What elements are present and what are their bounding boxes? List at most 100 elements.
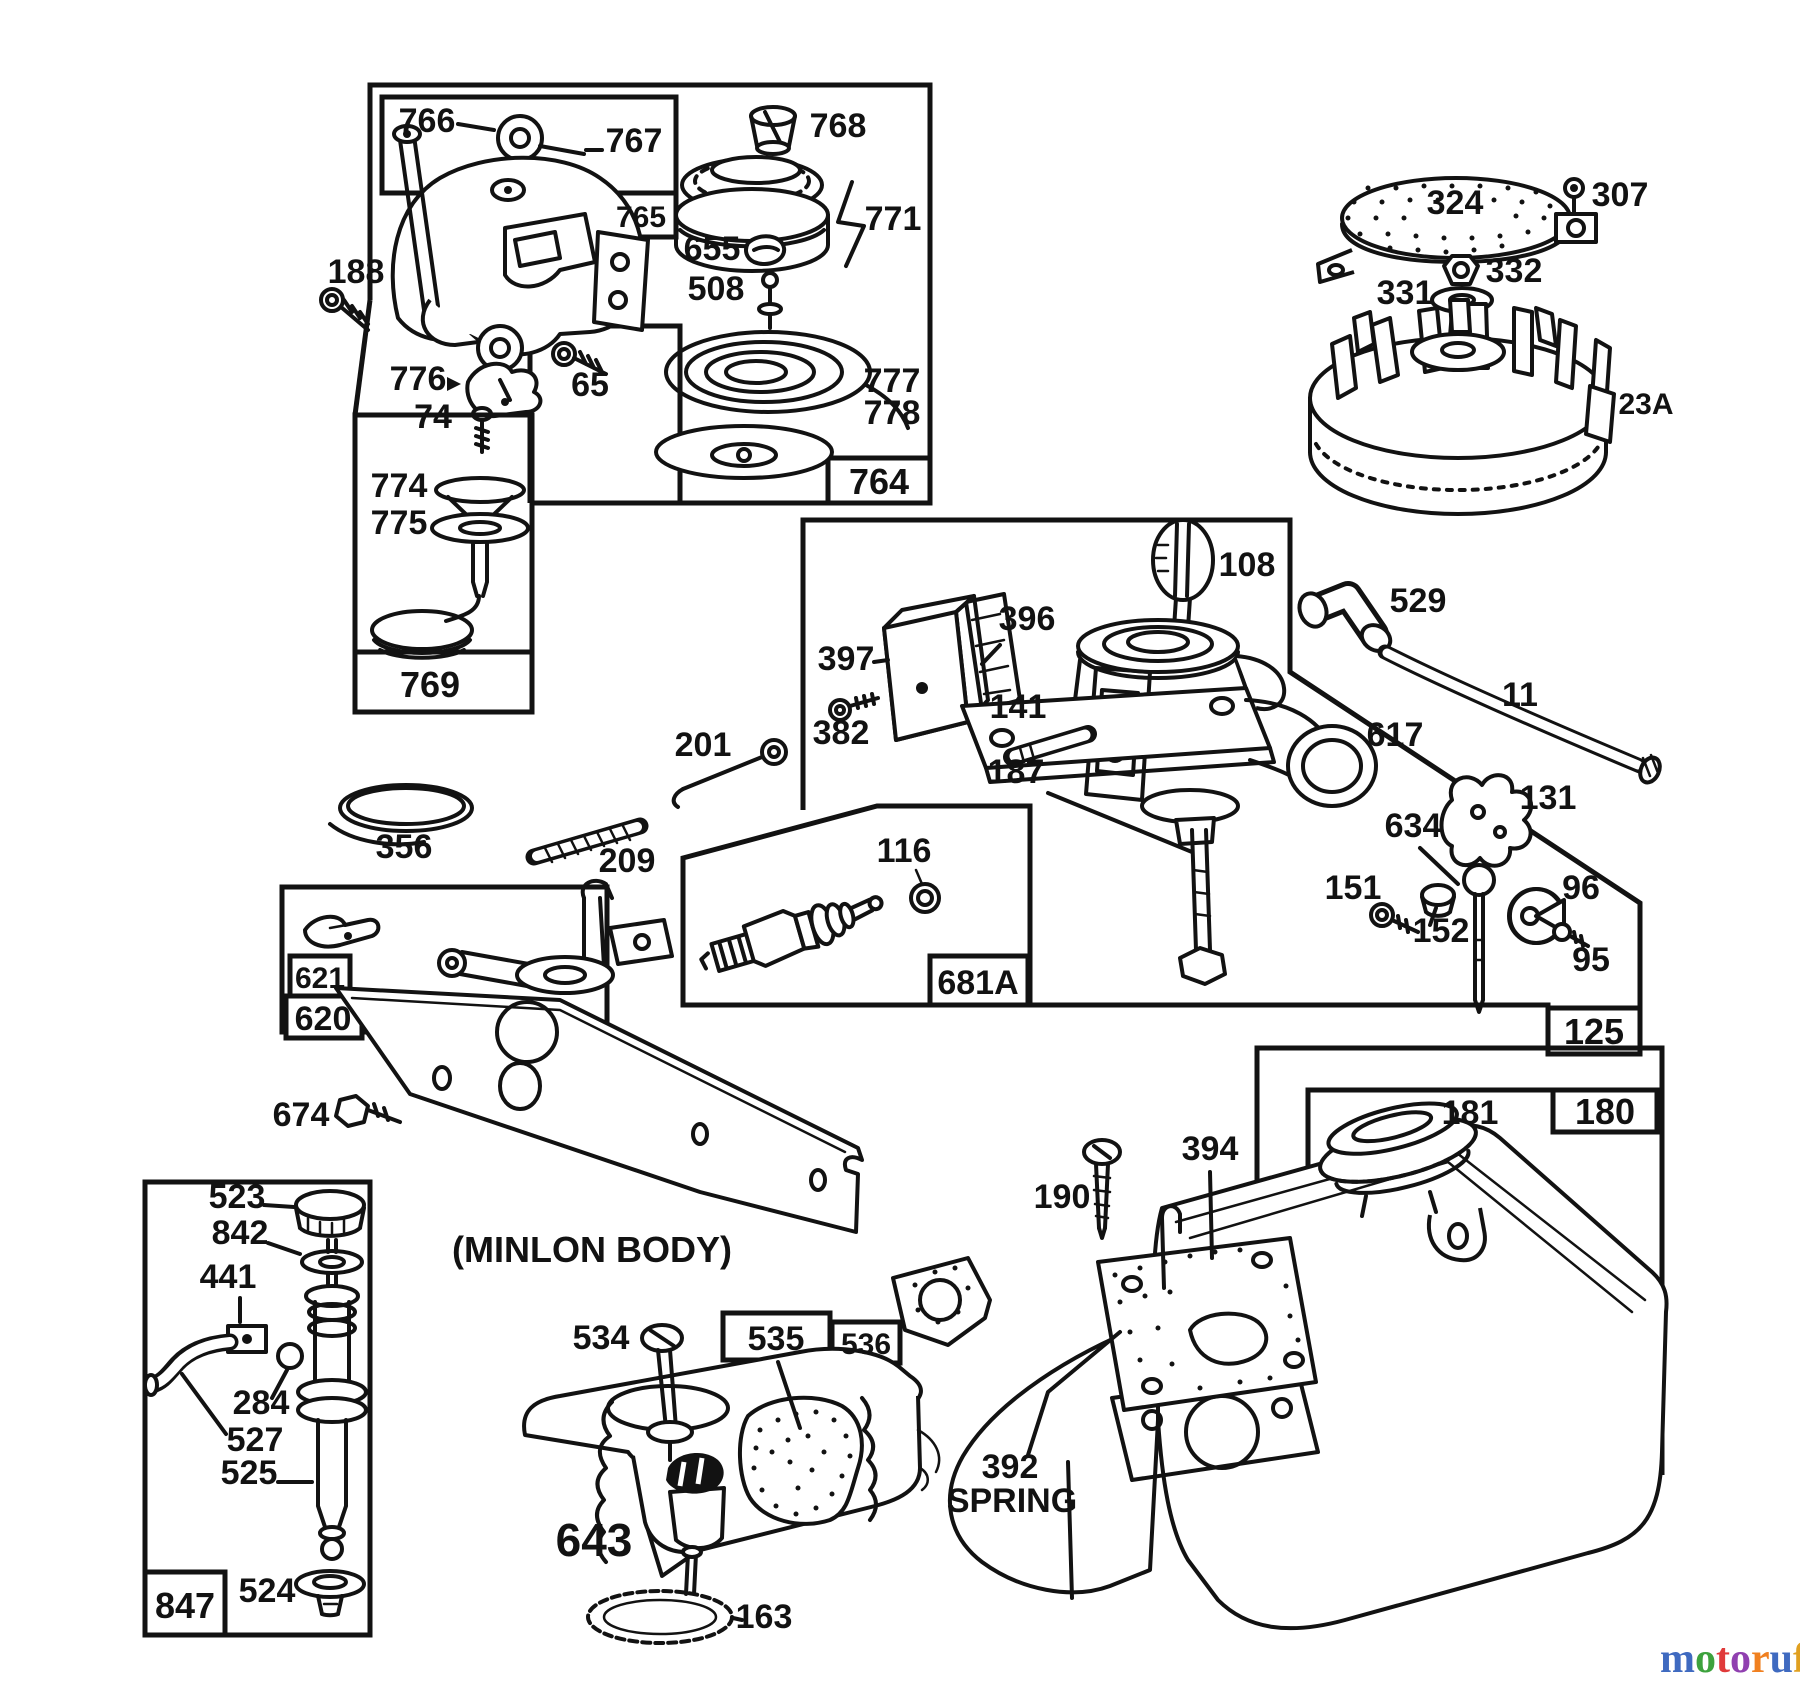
leader-634 xyxy=(1418,846,1460,886)
washer-842-icon xyxy=(266,1238,364,1275)
starter-pulley-767-icon xyxy=(456,114,604,162)
callout-655: 655 xyxy=(684,230,741,268)
bolt-674-icon xyxy=(334,1094,402,1128)
frame-label-620: 620 xyxy=(295,1000,352,1038)
callout-617: 617 xyxy=(1367,716,1424,754)
screen-perforations xyxy=(1345,183,1565,255)
starter-knob-774-icon xyxy=(370,476,530,660)
gasket-163-icon xyxy=(586,1545,744,1645)
screw-95-icon xyxy=(1552,922,1590,948)
callout-324: 324 xyxy=(1427,184,1484,222)
frame-label-764: 764 xyxy=(849,461,909,502)
leader-771 xyxy=(836,180,866,268)
cap-523-icon xyxy=(262,1189,366,1238)
callout-188: 188 xyxy=(328,253,385,291)
callout-441: 441 xyxy=(200,1258,257,1296)
callout-96: 96 xyxy=(1562,869,1600,907)
fuel-pipe-11-icon xyxy=(1377,644,1662,785)
frame-label-180: 180 xyxy=(1575,1091,1635,1132)
callout-141: 141 xyxy=(990,688,1047,726)
leader-394 xyxy=(1208,1170,1214,1260)
ratchet-cap-655-icon xyxy=(744,234,787,267)
brake-clip-776-icon xyxy=(447,361,543,419)
callout-181: 181 xyxy=(1442,1094,1499,1132)
pickup-tube-icon xyxy=(296,1271,368,1561)
leader-392-spring xyxy=(1026,1330,1122,1457)
callout-775: 775 xyxy=(371,504,428,542)
callout-163: 163 xyxy=(736,1598,793,1636)
clip-621-icon xyxy=(303,914,381,949)
recoil-spring-777-icon xyxy=(664,330,910,430)
fuel-pickup-frame xyxy=(142,1179,373,1638)
frame-label-box-764 xyxy=(825,455,933,506)
fuel-tank-frame xyxy=(1254,1045,1665,1475)
o-ring-116-icon xyxy=(909,868,941,914)
callout-766: 766 xyxy=(399,102,456,140)
spark-plug-frame xyxy=(680,803,1033,1008)
frame-label-535: 535 xyxy=(748,1320,805,1358)
flywheel-23A-icon xyxy=(1308,298,1616,516)
leader-527 xyxy=(180,1372,228,1436)
callout-842: 842 xyxy=(212,1214,269,1252)
note-minlon-body: (MINLON BODY) xyxy=(452,1229,732,1270)
starter-handle-rod-icon xyxy=(392,124,524,372)
leader-397 xyxy=(872,658,890,664)
spring-plate-778-icon xyxy=(654,424,834,480)
callout-95: 95 xyxy=(1572,941,1610,979)
callout-labels: 766 767 765 188 776 74 65 655 508 768 77… xyxy=(155,102,1674,1636)
callout-332: 332 xyxy=(1486,252,1543,290)
control-bracket-frame xyxy=(279,884,610,1041)
screw-307-icon xyxy=(1554,177,1598,244)
callout-201: 201 xyxy=(675,726,732,764)
callout-151: 151 xyxy=(1325,869,1382,907)
callout-23A: 23A xyxy=(1618,388,1673,421)
callout-209: 209 xyxy=(599,842,656,880)
callout-284: 284 xyxy=(233,1384,290,1422)
frame-label-847: 847 xyxy=(155,1585,215,1626)
frame-label-box-621 xyxy=(287,953,353,999)
watermark-motoruf: motoruf.de xyxy=(1660,1636,1800,1682)
frame-label-box-620 xyxy=(283,993,365,1041)
pin-508-icon xyxy=(757,271,783,330)
leader-284 xyxy=(270,1368,289,1400)
callout-396: 396 xyxy=(999,600,1056,638)
screw-382-icon xyxy=(828,692,880,722)
frame-label-681A: 681A xyxy=(937,964,1018,1002)
callout-634: 634 xyxy=(1385,807,1442,845)
callout-307: 307 xyxy=(1592,176,1649,214)
callout-778: 778 xyxy=(864,394,921,432)
callout-116: 116 xyxy=(877,832,932,870)
callout-190: 190 xyxy=(1034,1178,1091,1216)
filter-foam-535-icon xyxy=(738,1360,864,1526)
spring-209-icon xyxy=(525,817,649,866)
screw-151-icon xyxy=(1369,902,1420,934)
callout-776: 776 xyxy=(390,360,447,398)
callout-131: 131 xyxy=(1520,779,1577,817)
frame-label-536: 536 xyxy=(841,1328,891,1361)
callout-187: 187 xyxy=(988,753,1045,791)
elbow-fitting-529-icon xyxy=(1297,581,1393,653)
needle-rod-icon xyxy=(1462,863,1496,1014)
callout-392-spring-word: SPRING xyxy=(947,1482,1077,1520)
callout-108: 108 xyxy=(1219,546,1276,584)
starter-clutch-768-icon xyxy=(674,105,830,273)
pump-gasket-icon xyxy=(891,1256,992,1347)
fuel-cap-181-icon xyxy=(1318,1101,1478,1195)
choke-lever-131-icon xyxy=(1439,773,1534,868)
callout-394: 394 xyxy=(1182,1130,1239,1168)
bolt-187-icon xyxy=(1046,791,1227,986)
callout-356: 356 xyxy=(376,828,433,866)
callout-524: 524 xyxy=(239,1572,296,1610)
spark-plug-icon xyxy=(699,895,884,973)
callout-508: 508 xyxy=(688,270,745,308)
callout-643: 643 xyxy=(556,1514,633,1566)
callout-397: 397 xyxy=(818,640,875,678)
callout-331: 331 xyxy=(1377,274,1434,312)
frame-label-box-681A xyxy=(927,953,1031,1008)
callout-11: 11 xyxy=(1502,676,1538,714)
callout-768: 768 xyxy=(810,107,867,145)
frame-label-box-180 xyxy=(1550,1087,1660,1135)
governor-crank-icon xyxy=(437,878,674,995)
callout-523: 523 xyxy=(209,1178,266,1216)
